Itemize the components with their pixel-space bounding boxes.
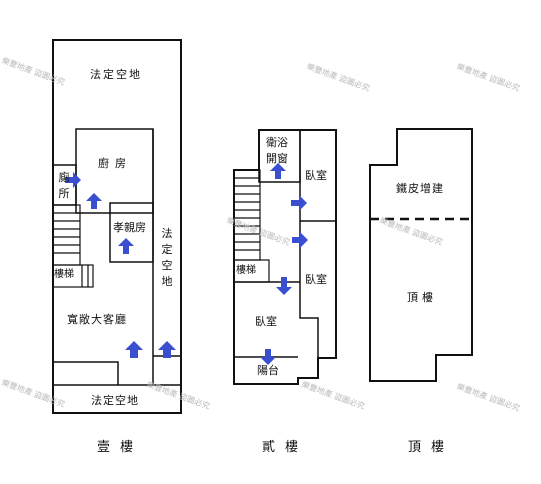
bedroom-b-walls — [299, 221, 319, 358]
second-floor-stairs — [233, 169, 270, 283]
arrow-right-icon — [291, 195, 307, 211]
arrow-down-icon — [276, 277, 292, 295]
bedroom-c-label: 臥室 — [255, 315, 277, 328]
first-stairs-label: 樓梯 — [54, 269, 74, 280]
flow-arrows — [65, 163, 308, 365]
first-floor-stairs — [52, 204, 94, 288]
arrow-up-icon — [158, 341, 176, 358]
roof-floor-title: 頂樓 — [408, 440, 455, 455]
second-stairs-label: 樓梯 — [236, 265, 256, 276]
toilet-label: 廁 所 — [58, 171, 70, 200]
yard-top-label: 法定空地 — [90, 68, 142, 81]
rooftop-label: 頂樓 — [407, 291, 437, 304]
living-room-label: 寬敞大客廳 — [67, 313, 127, 326]
yard-bottom-label: 法定空地 — [91, 394, 139, 407]
balcony-label: 陽台 — [257, 364, 279, 377]
iron-addition-label: 鐵皮增建 — [396, 182, 444, 195]
parents-room-label: 孝親房 — [113, 221, 146, 234]
arrow-right-icon — [65, 172, 81, 188]
first-floor-plan — [52, 39, 182, 414]
bath-label: 衛浴 — [266, 136, 288, 149]
living-room-notch — [52, 361, 119, 385]
kitchen-label: 廚房 — [98, 157, 132, 170]
arrow-up-icon — [270, 163, 286, 179]
arrow-up-icon — [86, 193, 102, 209]
bedroom-a-label: 臥室 — [305, 169, 327, 182]
arrow-up-icon — [125, 341, 143, 358]
first-floor-title: 壹樓 — [97, 440, 144, 455]
roof-plan — [369, 128, 473, 382]
arrow-right-icon — [292, 232, 308, 248]
second-floor-title: 貳樓 — [262, 440, 309, 455]
arrow-down-icon — [260, 349, 276, 365]
second-floor-plan — [233, 129, 337, 385]
roof-outline — [369, 128, 473, 382]
side-yard-label: 法 定 空 地 — [161, 227, 173, 288]
window-label: 開窗 — [266, 152, 288, 165]
bedroom-b-label: 臥室 — [305, 273, 327, 286]
arrow-up-icon — [118, 238, 134, 254]
